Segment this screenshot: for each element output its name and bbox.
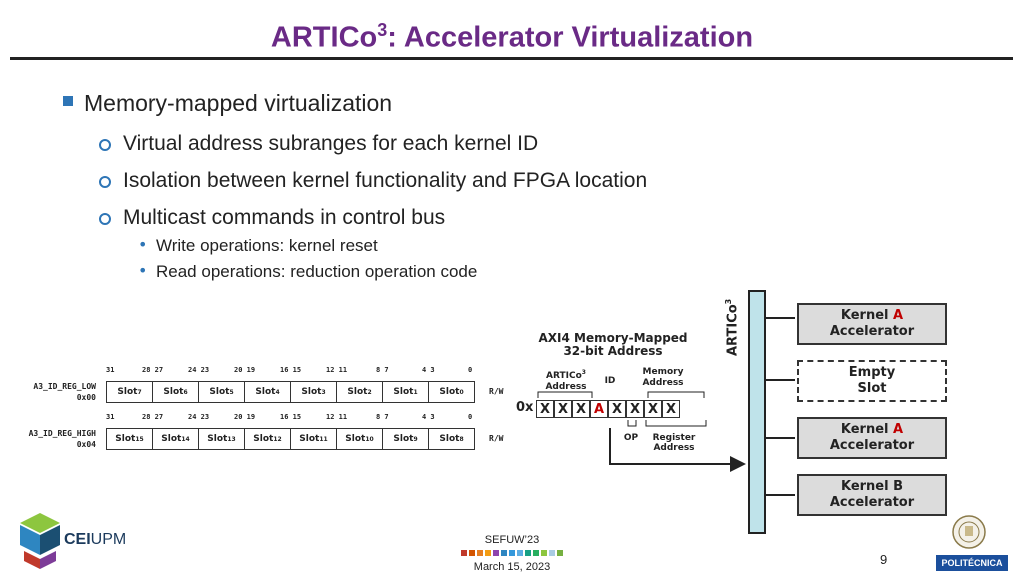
address-heading: AXI4 Memory-Mapped 32-bit Address: [538, 331, 688, 358]
empty-slot: Empty Slot: [797, 360, 947, 402]
address-digit: X: [536, 400, 554, 418]
kernel-a-accelerator-1: Kernel A Accelerator: [797, 303, 947, 345]
bullet-circle-icon: [99, 176, 111, 188]
address-digit: X: [572, 400, 590, 418]
address-digit: X: [626, 400, 644, 418]
upm-seal-icon: [952, 515, 986, 549]
reg-low-label: A3_ID_REG_LOW 0x00: [33, 382, 96, 402]
bus-label: ARTICo3: [724, 298, 741, 356]
reg-low-access: R/W: [489, 387, 504, 396]
hex-prefix: 0x: [516, 400, 534, 415]
bullet-circle-icon: [99, 213, 111, 225]
bit-positions-row2: 31 28 27 24 23 20 19 16 15 12 11 8 7 4 3…: [106, 413, 473, 421]
op-label: OP: [623, 433, 639, 443]
address-digits: X X X A X X X X: [536, 400, 680, 418]
bullet-l3-2: Read operations: reduction operation cod…: [156, 262, 478, 281]
reg-high-label: A3_ID_REG_HIGH 0x04: [28, 429, 96, 449]
address-digit: X: [608, 400, 626, 418]
artico-address-label: ARTICo3 Address: [545, 369, 587, 392]
bullet-circle-icon: [99, 139, 111, 151]
kernel-b-accelerator: Kernel B Accelerator: [797, 474, 947, 516]
reg-high-access: R/W: [489, 434, 504, 443]
artico-bus: [748, 290, 766, 534]
kernel-a-accelerator-2: Kernel A Accelerator: [797, 417, 947, 459]
address-bottom-brackets: [627, 420, 707, 427]
register-address-label: Register Address: [652, 433, 696, 453]
page-number: 9: [880, 552, 888, 567]
bullet-dot-icon: •: [138, 235, 148, 254]
footer-conference: SEFUW’23: [484, 534, 540, 546]
bullet-l1: Memory-mapped virtualization: [84, 90, 393, 116]
address-digit-id: A: [590, 400, 608, 418]
bullet-dot-icon: •: [138, 261, 148, 280]
bit-positions-row1: 31 28 27 24 23 20 19 16 15 12 11 8 7 4 3…: [106, 366, 473, 374]
bullet-l2-1: Virtual address subranges for each kerne…: [123, 132, 539, 155]
cei-logo-icon: [20, 513, 60, 569]
footer-date: March 15, 2023: [473, 561, 551, 573]
cei-logo-text: CEIUPM: [64, 531, 127, 548]
address-digit: X: [644, 400, 662, 418]
bullet-l2-3: Multicast commands in control bus: [123, 206, 446, 229]
title-divider: [10, 57, 1013, 60]
memory-address-label: Memory Address: [642, 367, 684, 388]
bullet-l3-1: Write operations: kernel reset: [156, 236, 378, 255]
address-digit: X: [554, 400, 572, 418]
bullet-l2-2: Isolation between kernel functionality a…: [123, 169, 648, 192]
address-brackets: [537, 391, 705, 398]
page-title: ARTICo3: Accelerator Virtualization: [270, 20, 754, 54]
footer-color-bar: [461, 550, 563, 556]
bullet-square-icon: [63, 96, 73, 106]
id-label: ID: [604, 376, 616, 386]
upm-logo-text: POLITÉCNICA: [936, 555, 1008, 571]
address-digit: X: [662, 400, 680, 418]
